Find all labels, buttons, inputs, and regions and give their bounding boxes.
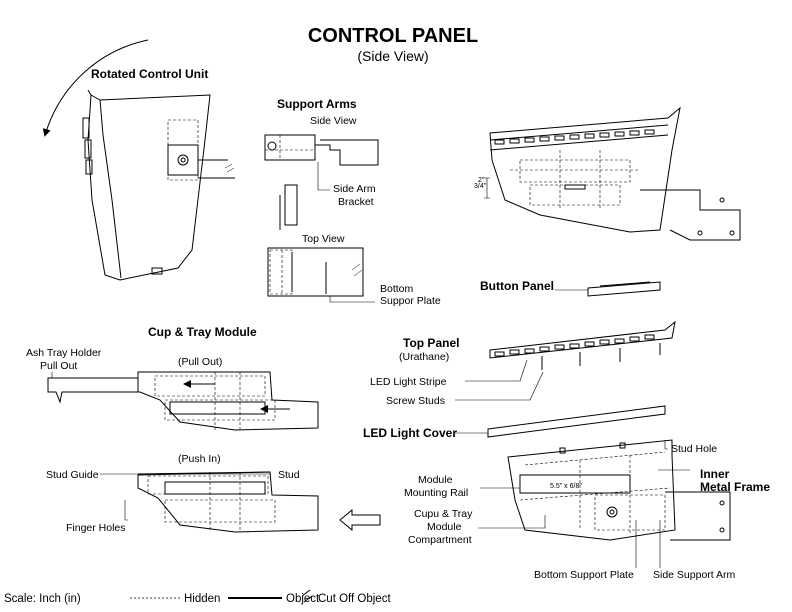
ash-tray-label-2: Pull Out — [40, 360, 77, 372]
side-arm-label-2: Bracket — [338, 196, 374, 208]
assembled-side-view: 2" 3/4" — [474, 106, 741, 241]
assembled-body — [489, 106, 681, 233]
urathane-label: (Urathane) — [399, 351, 449, 363]
module-mounting-rail — [519, 474, 631, 494]
side-view-label: Side View — [310, 115, 357, 127]
led-light-cover: LED Light Cover — [363, 405, 666, 440]
stud-hole — [619, 442, 626, 449]
rotated-unit-label: Rotated Control Unit — [91, 67, 208, 81]
bottom-support-plate-top — [267, 247, 364, 297]
top-view-label: Top View — [302, 233, 345, 245]
inner-frame-label-1: Inner — [700, 467, 730, 481]
stud-hole-label: Stud Hole — [671, 443, 717, 455]
led-cover-shape — [487, 405, 666, 438]
button-panel-label: Button Panel — [480, 279, 554, 293]
rotated-control-unit: Rotated Control Unit — [42, 39, 235, 281]
legend-scale: Scale: Inch (in) — [4, 593, 81, 605]
unit-hidden-bracket — [167, 119, 199, 181]
legend-cutoff: Cut Off Object — [318, 593, 391, 605]
side-support-arm-label: Side Support Arm — [653, 569, 736, 581]
push-in-shape — [137, 471, 319, 533]
insert-arrow — [339, 508, 381, 532]
legend-cutoff-icon — [301, 589, 313, 603]
support-arms-label: Support Arms — [277, 97, 357, 111]
legend-hidden: Hidden — [184, 593, 220, 605]
button-panel: Button Panel — [480, 279, 661, 297]
finger-holes-label: Finger Holes — [66, 522, 126, 534]
cup-tray-module: Cup & Tray Module Ash Tray Holder Pull O… — [26, 325, 381, 534]
top-panel-shape — [489, 320, 676, 359]
pull-out-label: (Pull Out) — [178, 356, 222, 368]
page-title: CONTROL PANEL — [308, 25, 478, 47]
top-panel: Top Panel (Urathane) LED Light Stripe Sc… — [370, 320, 676, 407]
led-slots — [494, 129, 655, 145]
push-in-label: (Push In) — [178, 453, 221, 465]
cupu-label-1: Cupu & Tray — [414, 508, 473, 520]
led-stripe-label: LED Light Stripe — [370, 376, 447, 388]
frame-body — [507, 439, 676, 541]
screw-studs — [541, 343, 661, 370]
unit-body — [87, 94, 211, 281]
support-arms: Support Arms Side View Side Arm Bracket … — [264, 97, 441, 307]
led-cover-label: LED Light Cover — [363, 426, 457, 440]
stud-hole — [559, 447, 566, 454]
unit-button — [84, 139, 92, 159]
page-subtitle: (Side View) — [357, 48, 428, 64]
module-rail-label-2: Mounting Rail — [404, 487, 468, 499]
cupu-label-3: Compartment — [408, 534, 472, 546]
top-panel-label: Top Panel — [403, 336, 459, 350]
bottom-plate-label-2: Suppor Plate — [380, 295, 441, 307]
legend: Scale: Inch (in) Hidden Object Cut Off O… — [4, 589, 391, 605]
side-view-bracket — [264, 134, 316, 161]
unit-front-edge — [99, 99, 122, 279]
dimension-label: 5.5" x 6/8" — [550, 483, 582, 490]
unit-button — [82, 117, 90, 139]
stud-guide-label: Stud Guide — [46, 469, 99, 481]
tiny-dim-2: 3/4" — [474, 183, 487, 190]
module-rail-label-1: Module — [418, 474, 453, 486]
pull-out-shape — [47, 371, 319, 431]
screw-studs-label: Screw Studs — [386, 395, 445, 407]
button-panel-shape — [587, 281, 661, 297]
stud-label: Stud — [278, 469, 300, 481]
cupu-label-2: Module — [427, 521, 462, 533]
bottom-support-plate-label: Bottom Support Plate — [534, 569, 634, 581]
unit-button — [85, 159, 93, 175]
inner-frame-label-2: Metal Frame — [700, 480, 770, 494]
ash-tray-label-1: Ash Tray Holder — [26, 347, 102, 359]
top-panel-slots — [494, 334, 655, 357]
bottom-plate-label-1: Bottom — [380, 283, 414, 295]
inner-metal-frame: 5.5" x 6/8" Stud Hole Inner Metal Frame … — [404, 439, 770, 581]
cup-tray-label: Cup & Tray Module — [148, 325, 257, 339]
side-arm-label-1: Side Arm — [333, 183, 376, 195]
tiny-dim-1: 2" — [478, 177, 485, 184]
rotation-arrow — [42, 39, 149, 137]
